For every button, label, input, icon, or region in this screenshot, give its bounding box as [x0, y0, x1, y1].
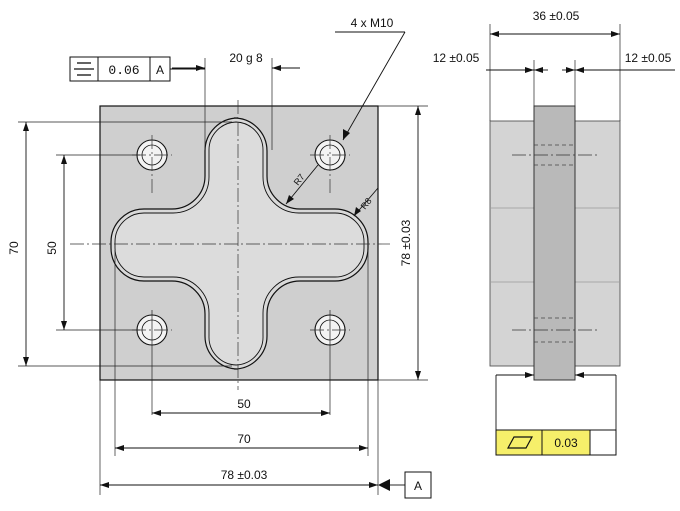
dim-overall-width-label: 78 ±0.03	[221, 468, 268, 482]
symmetry-datum-ref: A	[156, 63, 164, 77]
symmetry-tolerance-value: 0.06	[108, 63, 139, 78]
datum-a-label: A	[414, 479, 422, 493]
dim-overall-width: 78 ±0.03	[99, 380, 379, 495]
dim-hole-span-horizontal: 50	[152, 397, 330, 416]
dim-overall-height-label: 78 ±0.03	[399, 219, 413, 266]
dim-hole-span-vertical-label: 50	[45, 241, 59, 255]
front-view: 20 g 8 0.06 A 4 x M10 R7	[7, 16, 432, 499]
threaded-hole-top-right	[310, 135, 350, 195]
dim-overall-height: 78 ±0.03	[378, 105, 428, 381]
flatness-control-frame: 0.03	[495, 429, 617, 456]
cross-pocket-inner	[114, 121, 365, 366]
dim-side-right-offset-label: 12 ±0.05	[625, 51, 672, 65]
dim-slot-width: 20 g 8	[172, 51, 300, 150]
dim-side-total-width-label: 36 ±0.05	[533, 9, 580, 23]
dim-cross-height-label: 70	[7, 241, 21, 255]
hole-callout: 4 x M10	[335, 16, 406, 141]
threaded-hole-bottom-right	[310, 310, 350, 415]
threaded-hole-bottom-left	[132, 310, 172, 415]
radius-r7: R7	[285, 164, 319, 205]
dim-side-right-offset: 12 ±0.05	[562, 51, 675, 73]
side-center-web	[533, 105, 576, 381]
radius-r8: R8	[353, 187, 379, 217]
symmetry-icon	[74, 62, 94, 76]
dim-cross-height: 70	[7, 121, 232, 367]
flatness-icon	[506, 436, 534, 449]
symmetry-control-frame: 0.06 A	[69, 56, 205, 82]
flatness-tolerance-value: 0.03	[554, 436, 578, 450]
dim-cross-width-label: 70	[237, 432, 251, 446]
dim-side-left-offset: 12 ±0.05	[433, 51, 576, 106]
dim-hole-span-horizontal-label: 50	[237, 397, 251, 411]
threaded-hole-top-left	[132, 135, 172, 195]
dim-side-left-offset-label: 12 ±0.05	[433, 51, 480, 65]
dim-cross-width: 70	[114, 250, 369, 456]
dim-hole-span-vertical: 50	[45, 154, 140, 331]
datum-feature-a: A	[378, 471, 432, 499]
dim-slot-width-label: 20 g 8	[229, 51, 263, 65]
hole-callout-label: 4 x M10	[351, 16, 394, 30]
side-view: 36 ±0.05 12 ±0.05 12 ±0.05	[433, 9, 675, 456]
dim-side-total-width: 36 ±0.05	[489, 9, 621, 121]
